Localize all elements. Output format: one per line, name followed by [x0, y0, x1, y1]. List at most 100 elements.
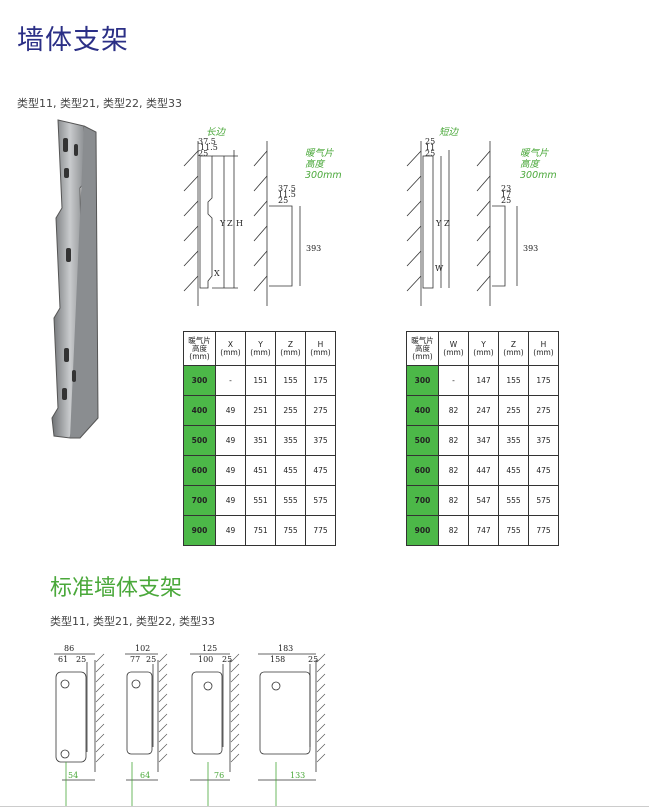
- cell: 375: [528, 425, 559, 456]
- axis-w: W: [435, 264, 444, 273]
- cell: 375: [305, 425, 336, 456]
- cell: 751: [245, 515, 276, 546]
- cell: 82: [438, 455, 469, 486]
- dim-a-0: 37.5: [198, 137, 216, 146]
- short-side-label: 短边: [439, 127, 459, 138]
- height-cell: 300: [406, 365, 439, 396]
- long-side-label: 长边: [206, 127, 226, 138]
- dim-a-1: 11.5: [200, 143, 218, 152]
- cell: 155: [275, 365, 306, 396]
- height-cell: 600: [183, 455, 216, 486]
- height-cell: 600: [406, 455, 439, 486]
- height-val: 393: [306, 244, 321, 253]
- header-cell: W (mm): [438, 331, 469, 366]
- cell: 775: [528, 515, 559, 546]
- dim-b-2: 25: [501, 196, 511, 205]
- cell: 555: [498, 485, 529, 516]
- height-cell: 400: [406, 395, 439, 426]
- header-cell: 暖气片 高度 (mm): [406, 331, 439, 366]
- cell: 82: [438, 425, 469, 456]
- bracket-3-sub-a: 100: [198, 655, 213, 664]
- dim-a-0: 25: [425, 137, 435, 146]
- header-cell: H (mm): [305, 331, 336, 366]
- cell: 49: [215, 455, 246, 486]
- cell: 451: [245, 455, 276, 486]
- bracket-2-sub-b: 25: [146, 655, 156, 664]
- short-side-diagram: 25 11 25 Y Z W 23 17 25 393: [406, 137, 538, 306]
- header-cell: Y (mm): [468, 331, 499, 366]
- cell: 251: [245, 395, 276, 426]
- height-cell: 500: [183, 425, 216, 456]
- standard-brackets-diagram: 86 61 25 54 102 77 25 64 125 100 25 76 1…: [54, 644, 326, 806]
- section-title: 标准墙体支架: [50, 576, 183, 601]
- cell: 49: [215, 425, 246, 456]
- dim-b-1: 11.5: [278, 190, 296, 199]
- header-cell: Y (mm): [245, 331, 276, 366]
- cell: 755: [275, 515, 306, 546]
- bracket-2-top: 102: [135, 644, 150, 653]
- cell: 255: [498, 395, 529, 426]
- bracket-1-bottom: 54: [68, 771, 78, 780]
- cell: 355: [275, 425, 306, 456]
- axis-x: X: [214, 269, 220, 278]
- axis-z: Z: [444, 219, 450, 228]
- cell: 775: [305, 515, 336, 546]
- cell: 49: [215, 485, 246, 516]
- header-cell: H (mm): [528, 331, 559, 366]
- types-line: 类型11, 类型21, 类型22, 类型33: [17, 97, 182, 110]
- cell: 575: [528, 485, 559, 516]
- axis-y: Y: [435, 219, 442, 228]
- axis-h: H: [236, 219, 243, 228]
- cell: 275: [528, 395, 559, 426]
- cell: 155: [498, 365, 529, 396]
- spec-table-short: 暖气片 高度 (mm) W (mm) Y (mm) Z (mm) H (mm) …: [406, 331, 559, 546]
- height-cell: 400: [183, 395, 216, 426]
- header-cell: Z (mm): [498, 331, 529, 366]
- spec-table-long: 暖气片 高度 (mm) X (mm) Y (mm) Z (mm) H (mm) …: [183, 331, 336, 546]
- header-cell: Z (mm): [275, 331, 306, 366]
- bracket-3-top: 125: [202, 644, 217, 653]
- side-note-line-1: 暖气片: [520, 148, 549, 159]
- height-cell: 700: [406, 485, 439, 516]
- bracket-1-sub-a: 61: [58, 655, 68, 664]
- cell: 455: [275, 455, 306, 486]
- dim-b-0: 23: [501, 184, 511, 193]
- bracket-1-sub-b: 25: [76, 655, 86, 664]
- table-header-row: 暖气片 高度 (mm) W (mm) Y (mm) Z (mm) H (mm): [406, 331, 559, 366]
- side-note-line-1: 暖气片: [305, 148, 334, 159]
- bracket-2-bottom: 64: [140, 771, 150, 780]
- header-cell: X (mm): [215, 331, 246, 366]
- cell: 575: [305, 485, 336, 516]
- dim-b-0: 37.5: [278, 184, 296, 193]
- bracket-1-top: 86: [64, 644, 74, 653]
- dim-b-2: 25: [278, 196, 288, 205]
- axis-y: Y: [219, 219, 226, 228]
- cell: 347: [468, 425, 499, 456]
- bracket-3-bottom: 76: [214, 771, 224, 780]
- height-cell: 700: [183, 485, 216, 516]
- cell: 49: [215, 515, 246, 546]
- cell: 547: [468, 485, 499, 516]
- side-note-line-2: 高度: [520, 159, 540, 170]
- side-note-right: 暖气片 高度 300mm: [520, 148, 557, 181]
- dim-a-1: 11: [425, 143, 435, 152]
- cell: 255: [275, 395, 306, 426]
- height-cell: 500: [406, 425, 439, 456]
- height-cell: 900: [406, 515, 439, 546]
- side-note: 暖气片 高度 300mm: [305, 148, 342, 181]
- bracket-4-top: 183: [278, 644, 293, 653]
- cell: 475: [305, 455, 336, 486]
- dim-a-2: 25: [425, 149, 435, 158]
- cell: 455: [498, 455, 529, 486]
- cell: 275: [305, 395, 336, 426]
- wall-bracket-photo: [51, 119, 99, 439]
- bracket-4-bottom: 133: [290, 771, 305, 780]
- cell: 555: [275, 485, 306, 516]
- cell: 351: [245, 425, 276, 456]
